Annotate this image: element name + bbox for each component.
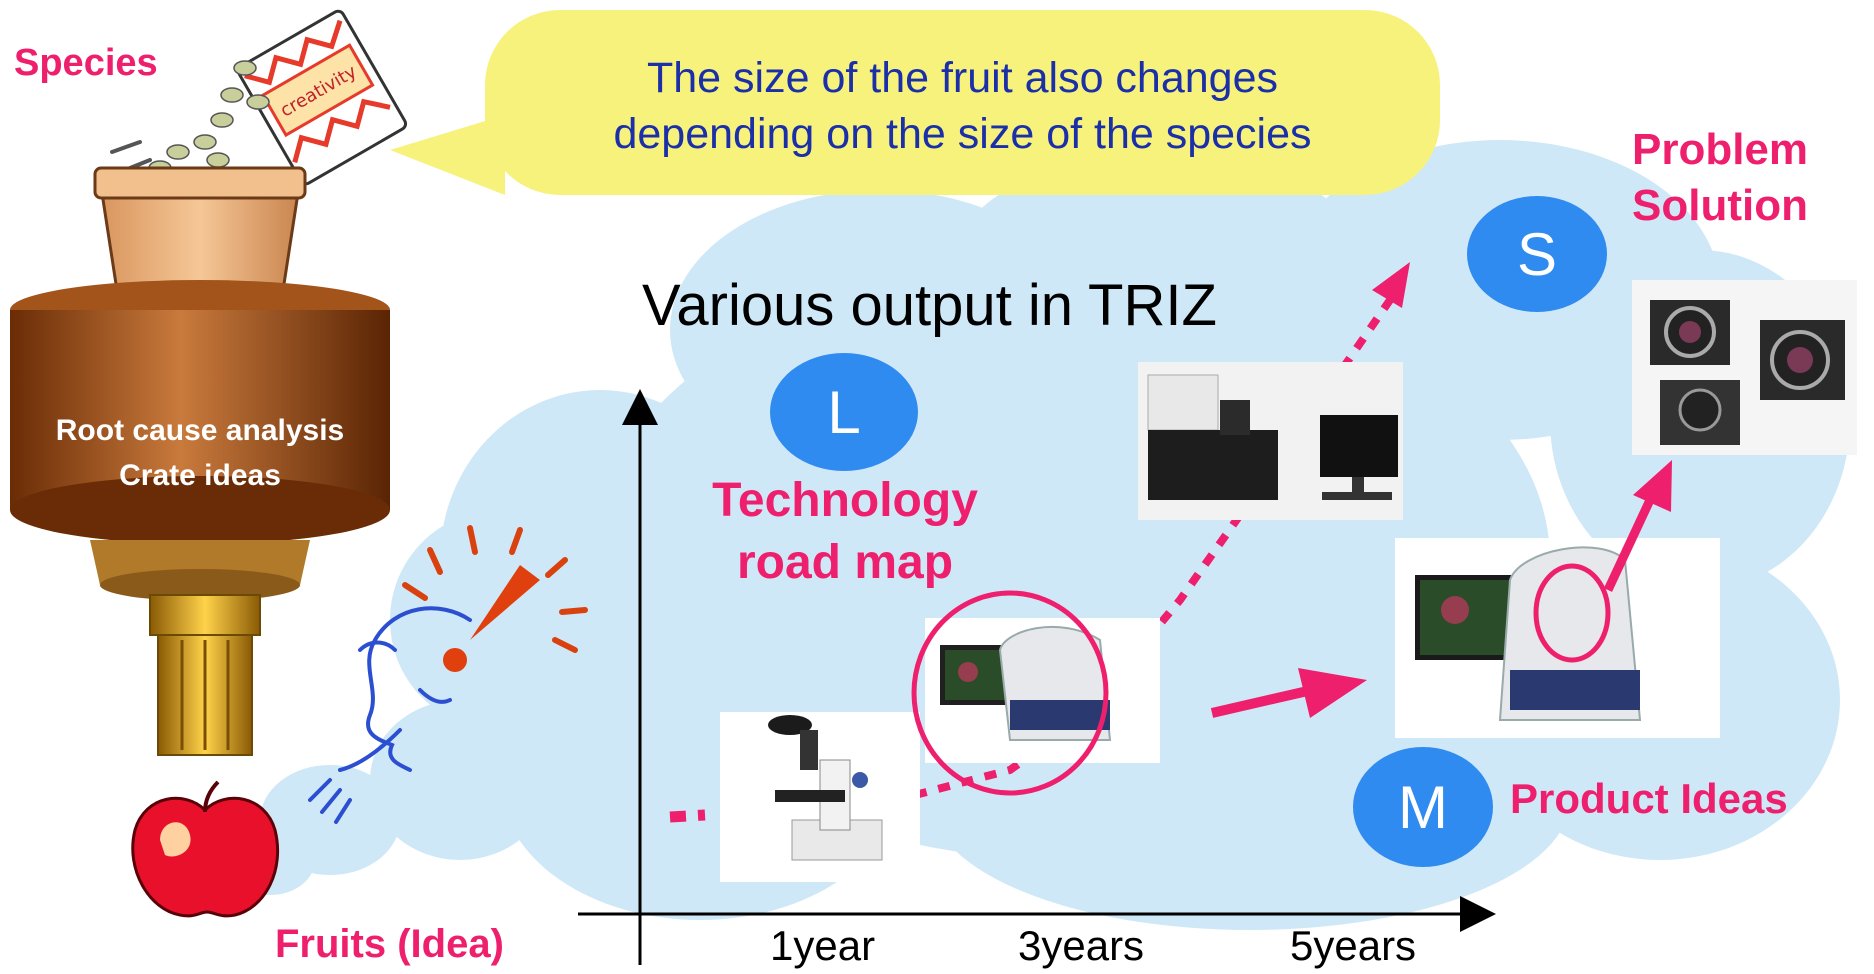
seed-bag-icon: creativity [237,9,408,186]
arrow-to-product [1210,668,1367,718]
highlight-circle-medium [911,590,1109,796]
badge-medium: M [1353,747,1493,867]
lens-units-photo [1632,280,1857,455]
tier-large-line-1: Technology [712,474,978,527]
badge-large: L [770,353,918,471]
idea-head-icon [308,606,472,824]
apple-icon [131,780,280,918]
tier-large-label: Technology road map [690,470,1000,594]
timeline-tick-3: 5years [1290,922,1417,969]
microscope-photo [720,712,920,882]
tier-small-label: Problem Solution [1600,122,1840,234]
callout-line-1: The size of the fruit also changes [646,54,1279,102]
callout-line-2: depending on the size of the species [613,110,1312,158]
highlight-circle-small [1533,563,1611,663]
timeline-tick-2: 3years [1018,922,1145,969]
imaging-system-photo-small [925,618,1160,763]
fruit-label: Fruits (Idea) [275,922,504,966]
imaging-system-photo-large [1395,538,1720,738]
callout-text: The size of the fruit also changes depen… [485,50,1440,162]
seeds [148,60,270,176]
tier-small-line-2: Solution [1632,181,1808,230]
timeline-tick-1: 1year [770,922,876,969]
callout-bubble [390,10,1440,195]
funnel-icon [10,280,390,756]
tier-medium-label: Product Ideas [1510,775,1788,822]
badge-small: S [1467,196,1607,312]
cloud-title: Various output in TRIZ [642,273,1217,338]
funnel-text: Root cause analysis Crate ideas [10,408,390,498]
dotted-trend-arrow [669,262,1410,823]
arrow-to-solution [1603,460,1672,592]
funnel-line-1: Root cause analysis [55,414,345,447]
analyzer-photo [1138,362,1403,520]
funnel-line-2: Crate ideas [119,459,281,492]
species-label: Species [14,42,158,84]
timeline-axes [578,389,1496,965]
tier-large-line-2: road map [736,536,954,589]
idea-burst-icon [402,525,588,672]
tier-small-line-1: Problem [1631,125,1809,174]
